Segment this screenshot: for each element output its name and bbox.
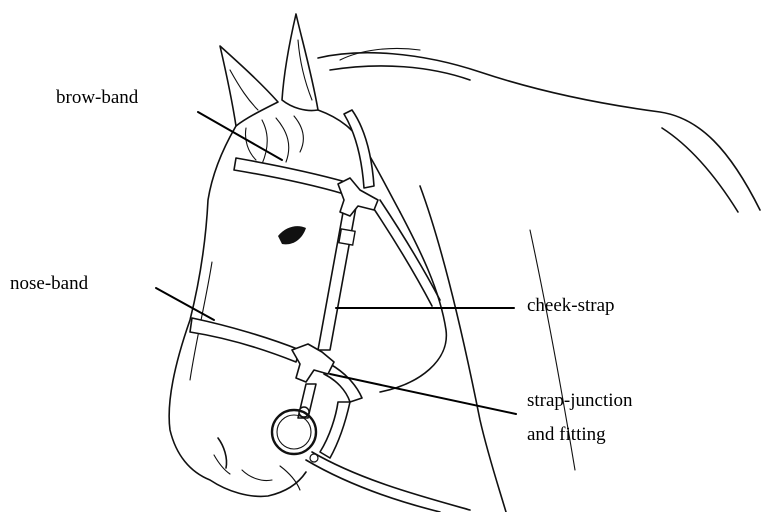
muzzle	[218, 438, 300, 490]
bit-ring	[272, 410, 316, 454]
brow-band-strap	[234, 158, 346, 194]
headpiece-strap	[344, 110, 374, 188]
eye	[278, 226, 306, 244]
nose-band-strap	[190, 318, 362, 402]
head-outline	[169, 110, 446, 496]
reins	[306, 452, 470, 512]
strap-junction-label-line1: strap-junction	[527, 389, 633, 413]
cheek-strap-strap	[318, 196, 358, 350]
nose-band-leader	[156, 288, 214, 320]
nose-band-label: nose-band	[10, 272, 88, 296]
brow-band-leader	[198, 112, 282, 160]
brow-band-label: brow-band	[56, 86, 138, 110]
cheek-strap-label: cheek-strap	[527, 294, 615, 318]
ears	[220, 14, 318, 126]
chin-strap	[320, 402, 350, 458]
strap-junction-label-line2: and fitting	[527, 423, 606, 447]
